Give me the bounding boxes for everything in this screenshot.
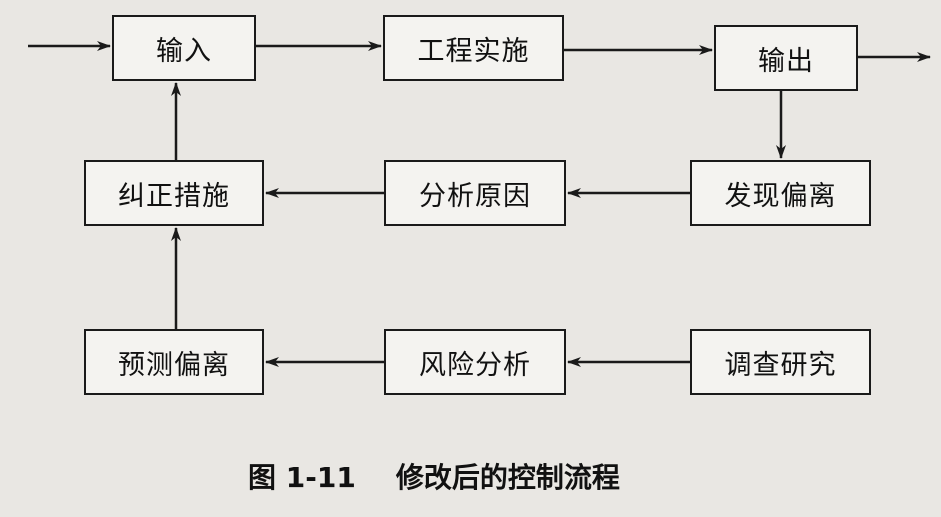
node-implementation: 工程实施 [383,15,564,81]
node-input: 输入 [112,15,256,81]
node-survey-research: 调查研究 [690,329,871,395]
node-corrective-measures: 纠正措施 [84,160,264,226]
node-discover-deviation: 发现偏离 [690,160,871,226]
node-risk-analysis: 风险分析 [384,329,566,395]
node-analyze-causes: 分析原因 [384,160,566,226]
figure-number: 图 1-11 [248,461,356,494]
node-predict-deviation: 预测偏离 [84,329,264,395]
figure-caption: 图 1-11 修改后的控制流程 [248,456,728,496]
figure-title: 修改后的控制流程 [395,461,620,494]
node-output: 输出 [714,25,858,91]
